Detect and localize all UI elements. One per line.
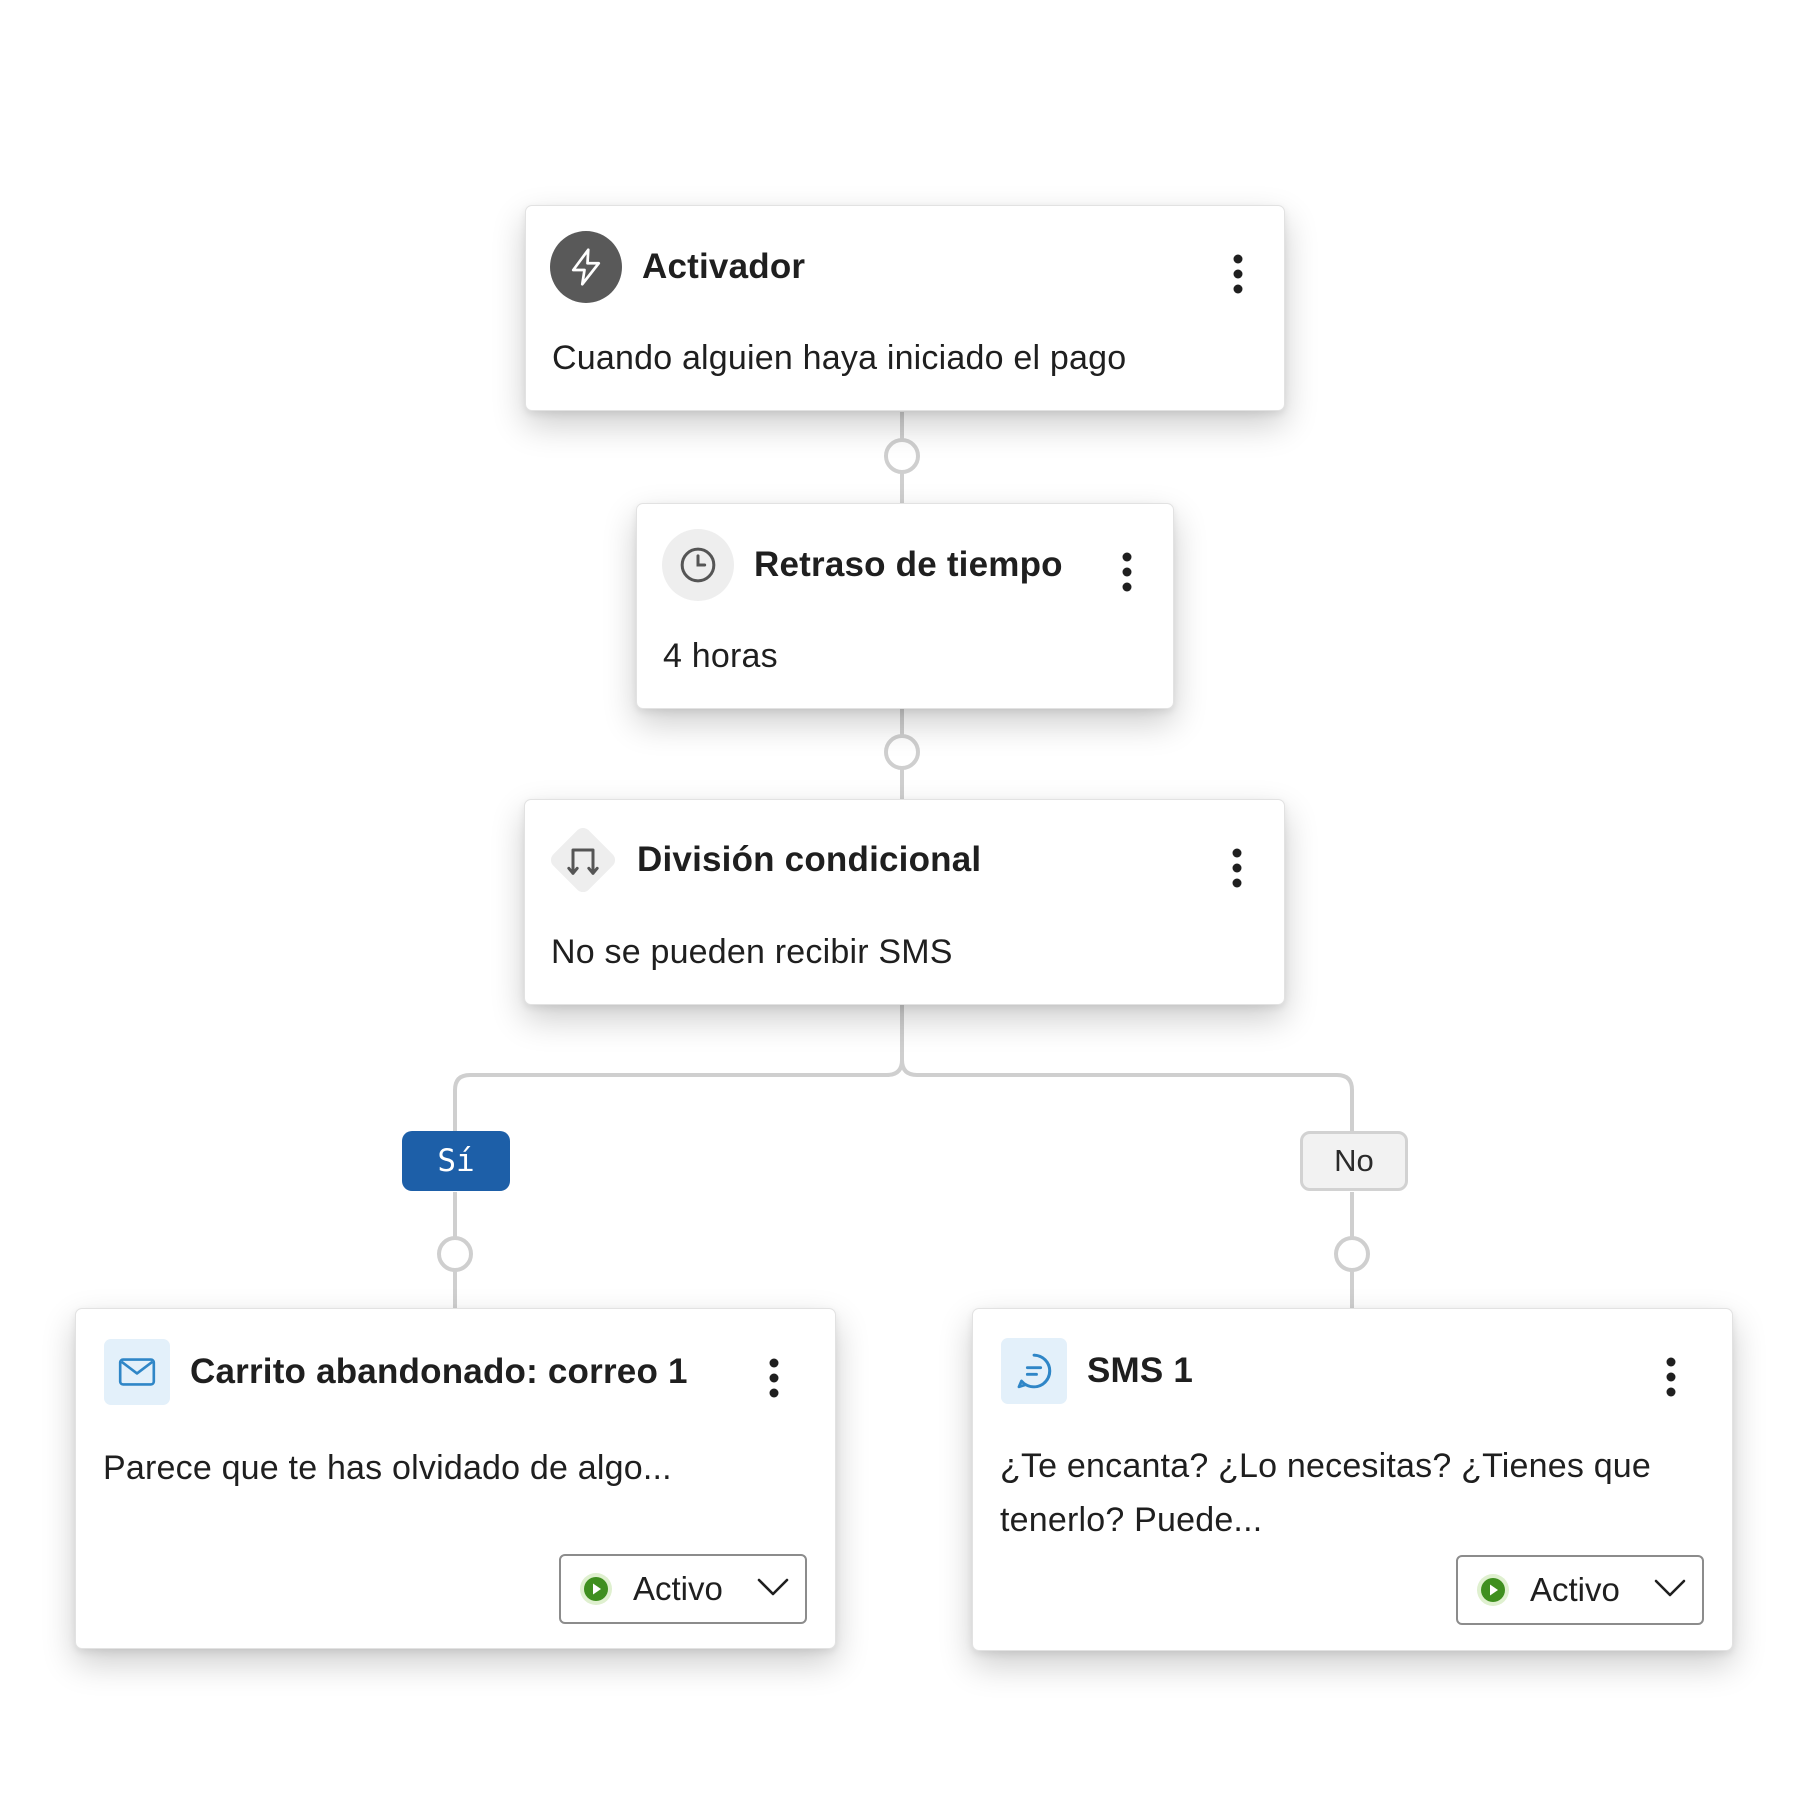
- lightning-icon: [550, 231, 622, 303]
- sms-card[interactable]: SMS 1 ¿Te encanta? ¿Lo necesitas? ¿Tiene…: [972, 1308, 1733, 1651]
- trigger-description: Cuando alguien haya iniciado el pago: [552, 339, 1127, 377]
- sms-description-line1: ¿Te encanta? ¿Lo necesitas? ¿Tienes que: [1000, 1447, 1652, 1485]
- delay-description: 4 horas: [663, 637, 778, 675]
- sms-title: SMS 1: [1087, 1351, 1194, 1390]
- mail-icon: [104, 1339, 170, 1405]
- connector-node: [884, 438, 920, 474]
- split-description: No se pueden recibir SMS: [551, 933, 953, 971]
- email-more-icon[interactable]: [756, 1350, 792, 1406]
- email-title: Carrito abandonado: correo 1: [190, 1352, 688, 1391]
- connector-node: [884, 734, 920, 770]
- sms-description: ¿Te encanta? ¿Lo necesitas? ¿Tienes que …: [1000, 1439, 1651, 1547]
- delay-card[interactable]: Retraso de tiempo 4 horas: [636, 503, 1174, 709]
- delay-more-icon[interactable]: [1109, 544, 1145, 600]
- clock-icon: [662, 529, 734, 601]
- trigger-more-icon[interactable]: [1220, 246, 1256, 302]
- connector-node: [437, 1236, 473, 1272]
- email-status-label: Activo: [633, 1570, 723, 1607]
- trigger-card[interactable]: Activador Cuando alguien haya iniciado e…: [525, 205, 1285, 411]
- chat-bubble-icon: [1001, 1338, 1067, 1404]
- split-title: División condicional: [637, 840, 982, 879]
- delay-title: Retraso de tiempo: [754, 545, 1063, 584]
- sms-status-label: Activo: [1530, 1571, 1620, 1608]
- branch-yes-tag[interactable]: Sí: [402, 1131, 510, 1191]
- email-description: Parece que te has olvidado de algo...: [103, 1449, 672, 1487]
- chevron-down-icon: [757, 1578, 789, 1596]
- email-status-select[interactable]: Activo: [559, 1554, 807, 1624]
- conditional-split-icon: [545, 822, 621, 898]
- conditional-split-card[interactable]: División condicional No se pueden recibi…: [524, 799, 1285, 1005]
- split-more-icon[interactable]: [1219, 840, 1255, 896]
- sms-more-icon[interactable]: [1653, 1349, 1689, 1405]
- sms-status-select[interactable]: Activo: [1456, 1555, 1704, 1625]
- play-status-icon: [580, 1573, 612, 1605]
- branch-no-tag[interactable]: No: [1300, 1131, 1408, 1191]
- email-card[interactable]: Carrito abandonado: correo 1 Parece que …: [75, 1308, 836, 1649]
- sms-description-line2: tenerlo? Puede...: [1000, 1501, 1263, 1539]
- chevron-down-icon: [1654, 1579, 1686, 1597]
- play-status-icon: [1477, 1574, 1509, 1606]
- connector-node: [1334, 1236, 1370, 1272]
- trigger-title: Activador: [642, 247, 806, 286]
